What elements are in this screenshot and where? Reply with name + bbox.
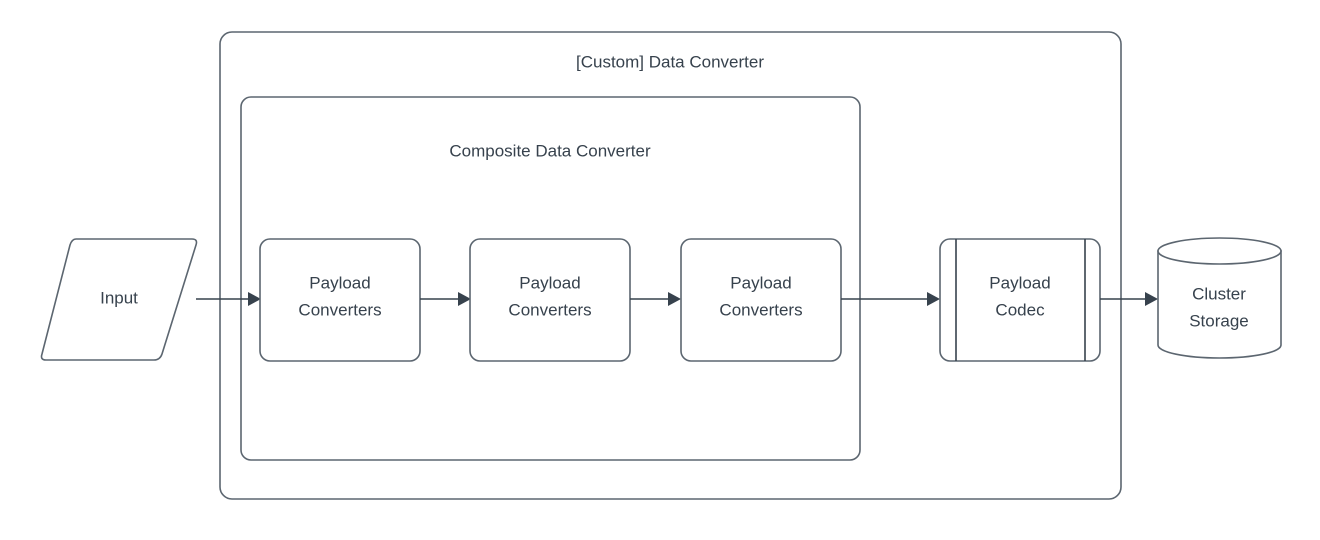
node-input-label: Input [100,288,138,307]
node-payload-codec[interactable] [939,238,1101,362]
node-payload-converters-2-label-line1: Payload [519,273,580,292]
node-payload-converters-2-label-line2: Converters [508,300,591,319]
edge-payload-converters-2-to-3 [630,292,681,306]
edge-payload-codec-to-cluster-storage [1100,292,1158,306]
container-composite-data-converter[interactable] [240,96,861,461]
node-input[interactable] [40,238,198,361]
edge-payload-converters-1-to-2 [420,292,471,306]
node-payload-converters-2[interactable] [469,238,631,362]
node-payload-converters-3-label-line1: Payload [730,273,791,292]
node-cluster-storage[interactable] [1157,237,1282,359]
container-custom-data-converter[interactable] [219,31,1122,500]
node-payload-converters-3[interactable] [680,238,842,362]
node-cluster-storage-label-line2: Storage [1189,311,1249,330]
edge-payload-converters-3-to-payload-codec [841,292,940,306]
node-cluster-storage-label-line1: Cluster [1192,284,1246,303]
node-payload-converters-3-label-line2: Converters [719,300,802,319]
edge-input-to-payload-converters-1 [196,292,261,306]
node-payload-converters-1-label-line2: Converters [298,300,381,319]
node-payload-codec-label-line1: Payload [989,273,1050,292]
node-payload-converters-1-label-line1: Payload [309,273,370,292]
container-title-composite-data-converter: Composite Data Converter [449,141,651,160]
container-title-custom-data-converter: [Custom] Data Converter [576,52,764,71]
node-payload-converters-1[interactable] [259,238,421,362]
node-payload-codec-label-line2: Codec [995,300,1045,319]
